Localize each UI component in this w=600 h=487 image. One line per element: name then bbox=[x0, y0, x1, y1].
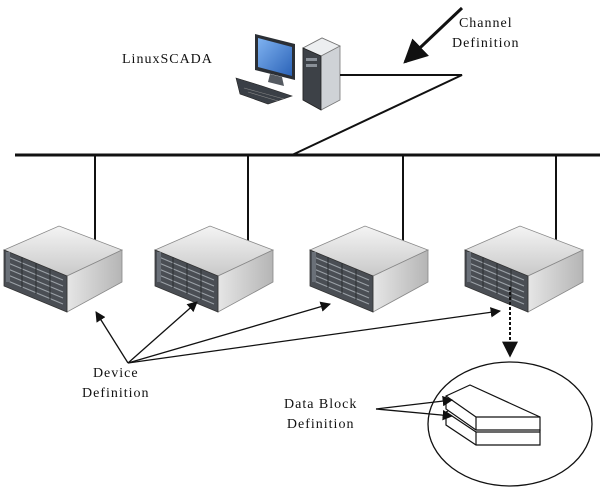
data-block-definition-line-2: Definition bbox=[286, 417, 355, 432]
data-block-definition-label: Data Block Definition bbox=[284, 395, 357, 435]
device-definition-line-1: Device bbox=[92, 366, 139, 381]
device-definition-line-2: Definition bbox=[82, 386, 150, 401]
channel-definition-arrow bbox=[403, 6, 464, 64]
channel-connection bbox=[291, 74, 463, 156]
device-server-4 bbox=[464, 225, 584, 313]
channel-definition-line-1: Channel bbox=[458, 16, 513, 31]
device-definition-arrows bbox=[95, 301, 502, 364]
data-block-zoom-circle bbox=[427, 361, 593, 487]
device-drops bbox=[94, 155, 557, 246]
device-server-3 bbox=[309, 225, 429, 313]
data-block-definition-line-1: Data Block bbox=[284, 397, 358, 412]
channel-definition-line-2: Definition bbox=[452, 36, 520, 51]
device-definition-label: Device Definition bbox=[82, 364, 150, 404]
device-server-2 bbox=[154, 225, 274, 313]
data-block-icon bbox=[445, 384, 541, 446]
device-server-1 bbox=[3, 225, 123, 313]
computer-label: LinuxSCADA bbox=[122, 52, 213, 67]
channel-definition-label: Channel Definition bbox=[452, 14, 520, 54]
data-block-definition-arrows bbox=[375, 395, 454, 421]
computer-icon bbox=[235, 34, 341, 111]
